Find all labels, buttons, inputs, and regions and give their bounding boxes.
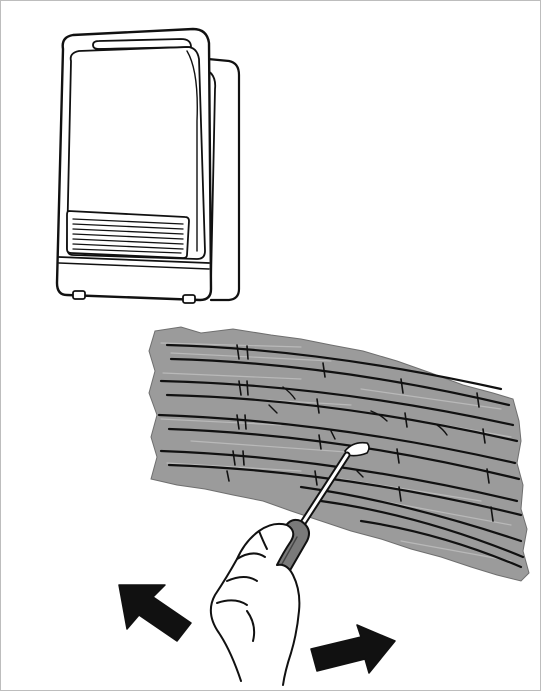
wall-heater-icon — [57, 29, 239, 303]
heater-intake-grille-closeup-icon — [149, 327, 529, 581]
hand-icon — [211, 524, 300, 685]
arrow-left-up-icon — [119, 585, 191, 641]
arrow-right-up-icon — [311, 625, 395, 673]
heater-intake-grille-icon — [67, 211, 189, 258]
